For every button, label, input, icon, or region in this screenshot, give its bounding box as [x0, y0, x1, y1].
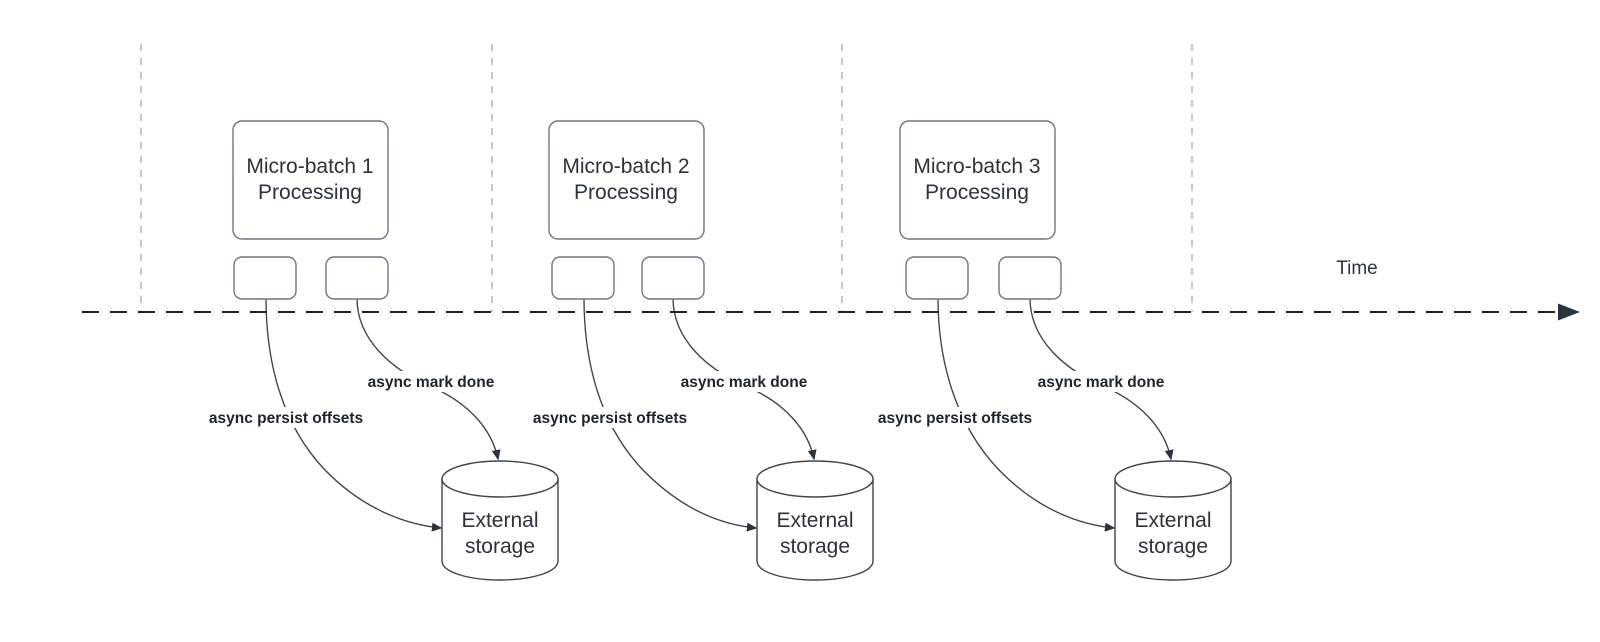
- micro-batch-group-2: Micro-batch 2 Processing External storag…: [521, 120, 874, 581]
- external-storage-2[interactable]: External storage: [756, 460, 874, 581]
- external-storage-1-top: [441, 460, 559, 498]
- micro-batch-3-task-box-b[interactable]: [998, 256, 1062, 300]
- micro-batch-1-label-line2: Processing: [258, 181, 362, 204]
- micro-batch-1-task-box-a[interactable]: [233, 256, 297, 300]
- external-storage-1[interactable]: External storage: [441, 460, 559, 581]
- guide-lines: [140, 44, 1193, 312]
- edge-label-async-mark-done-2: async mark done: [681, 374, 808, 391]
- external-storage-3-label-line2: storage: [1138, 535, 1208, 558]
- flow-persist-offsets-3: [937, 297, 1116, 532]
- time-axis: Time: [82, 258, 1580, 321]
- external-storage-3-label-line1: External: [1134, 509, 1211, 532]
- edge-label-async-mark-done-1: async mark done: [368, 374, 495, 391]
- flow-edges: [265, 297, 1174, 532]
- edge-label-async-persist-offsets-3: async persist offsets: [878, 410, 1032, 427]
- micro-batch-1-label-line1: Micro-batch 1: [246, 155, 373, 178]
- micro-batch-group-1: Micro-batch 1 Processing External storag…: [197, 120, 559, 581]
- external-storage-3-body: [1114, 478, 1232, 581]
- external-storage-3[interactable]: External storage: [1114, 460, 1232, 581]
- micro-batch-2-task-box-b[interactable]: [641, 256, 705, 300]
- edge-label-async-persist-offsets-2: async persist offsets: [533, 410, 687, 427]
- edge-label-async-mark-done-3: async mark done: [1038, 374, 1165, 391]
- micro-batch-3-box[interactable]: [899, 120, 1056, 240]
- external-storage-2-label-line2: storage: [780, 535, 850, 558]
- micro-batch-group-3: Micro-batch 3 Processing External storag…: [866, 120, 1232, 581]
- external-storage-1-body: [441, 478, 559, 581]
- micro-batch-3-task-box-a[interactable]: [905, 256, 969, 300]
- flow-persist-offsets-2: [583, 297, 758, 532]
- timeline-arrowhead: [1558, 303, 1580, 321]
- time-axis-label: Time: [1336, 258, 1378, 279]
- micro-batch-2-label-line1: Micro-batch 2: [562, 155, 689, 178]
- micro-batch-3-label-line1: Micro-batch 3: [913, 155, 1040, 178]
- external-storage-1-label-line1: External: [461, 509, 538, 532]
- flow-persist-offsets-1: [265, 297, 443, 532]
- edge-label-async-persist-offsets-1: async persist offsets: [209, 410, 363, 427]
- micro-batch-2-task-box-a[interactable]: [551, 256, 615, 300]
- external-storage-1-label-line2: storage: [465, 535, 535, 558]
- micro-batch-3-label-line2: Processing: [925, 181, 1029, 204]
- external-storage-3-top: [1114, 460, 1232, 498]
- external-storage-2-body: [756, 478, 874, 581]
- external-storage-2-top: [756, 460, 874, 498]
- external-storage-2-label-line1: External: [776, 509, 853, 532]
- micro-batch-1-box[interactable]: [232, 120, 389, 240]
- micro-batch-2-box[interactable]: [548, 120, 705, 240]
- micro-batch-1-task-box-b[interactable]: [325, 256, 389, 300]
- micro-batch-2-label-line2: Processing: [574, 181, 678, 204]
